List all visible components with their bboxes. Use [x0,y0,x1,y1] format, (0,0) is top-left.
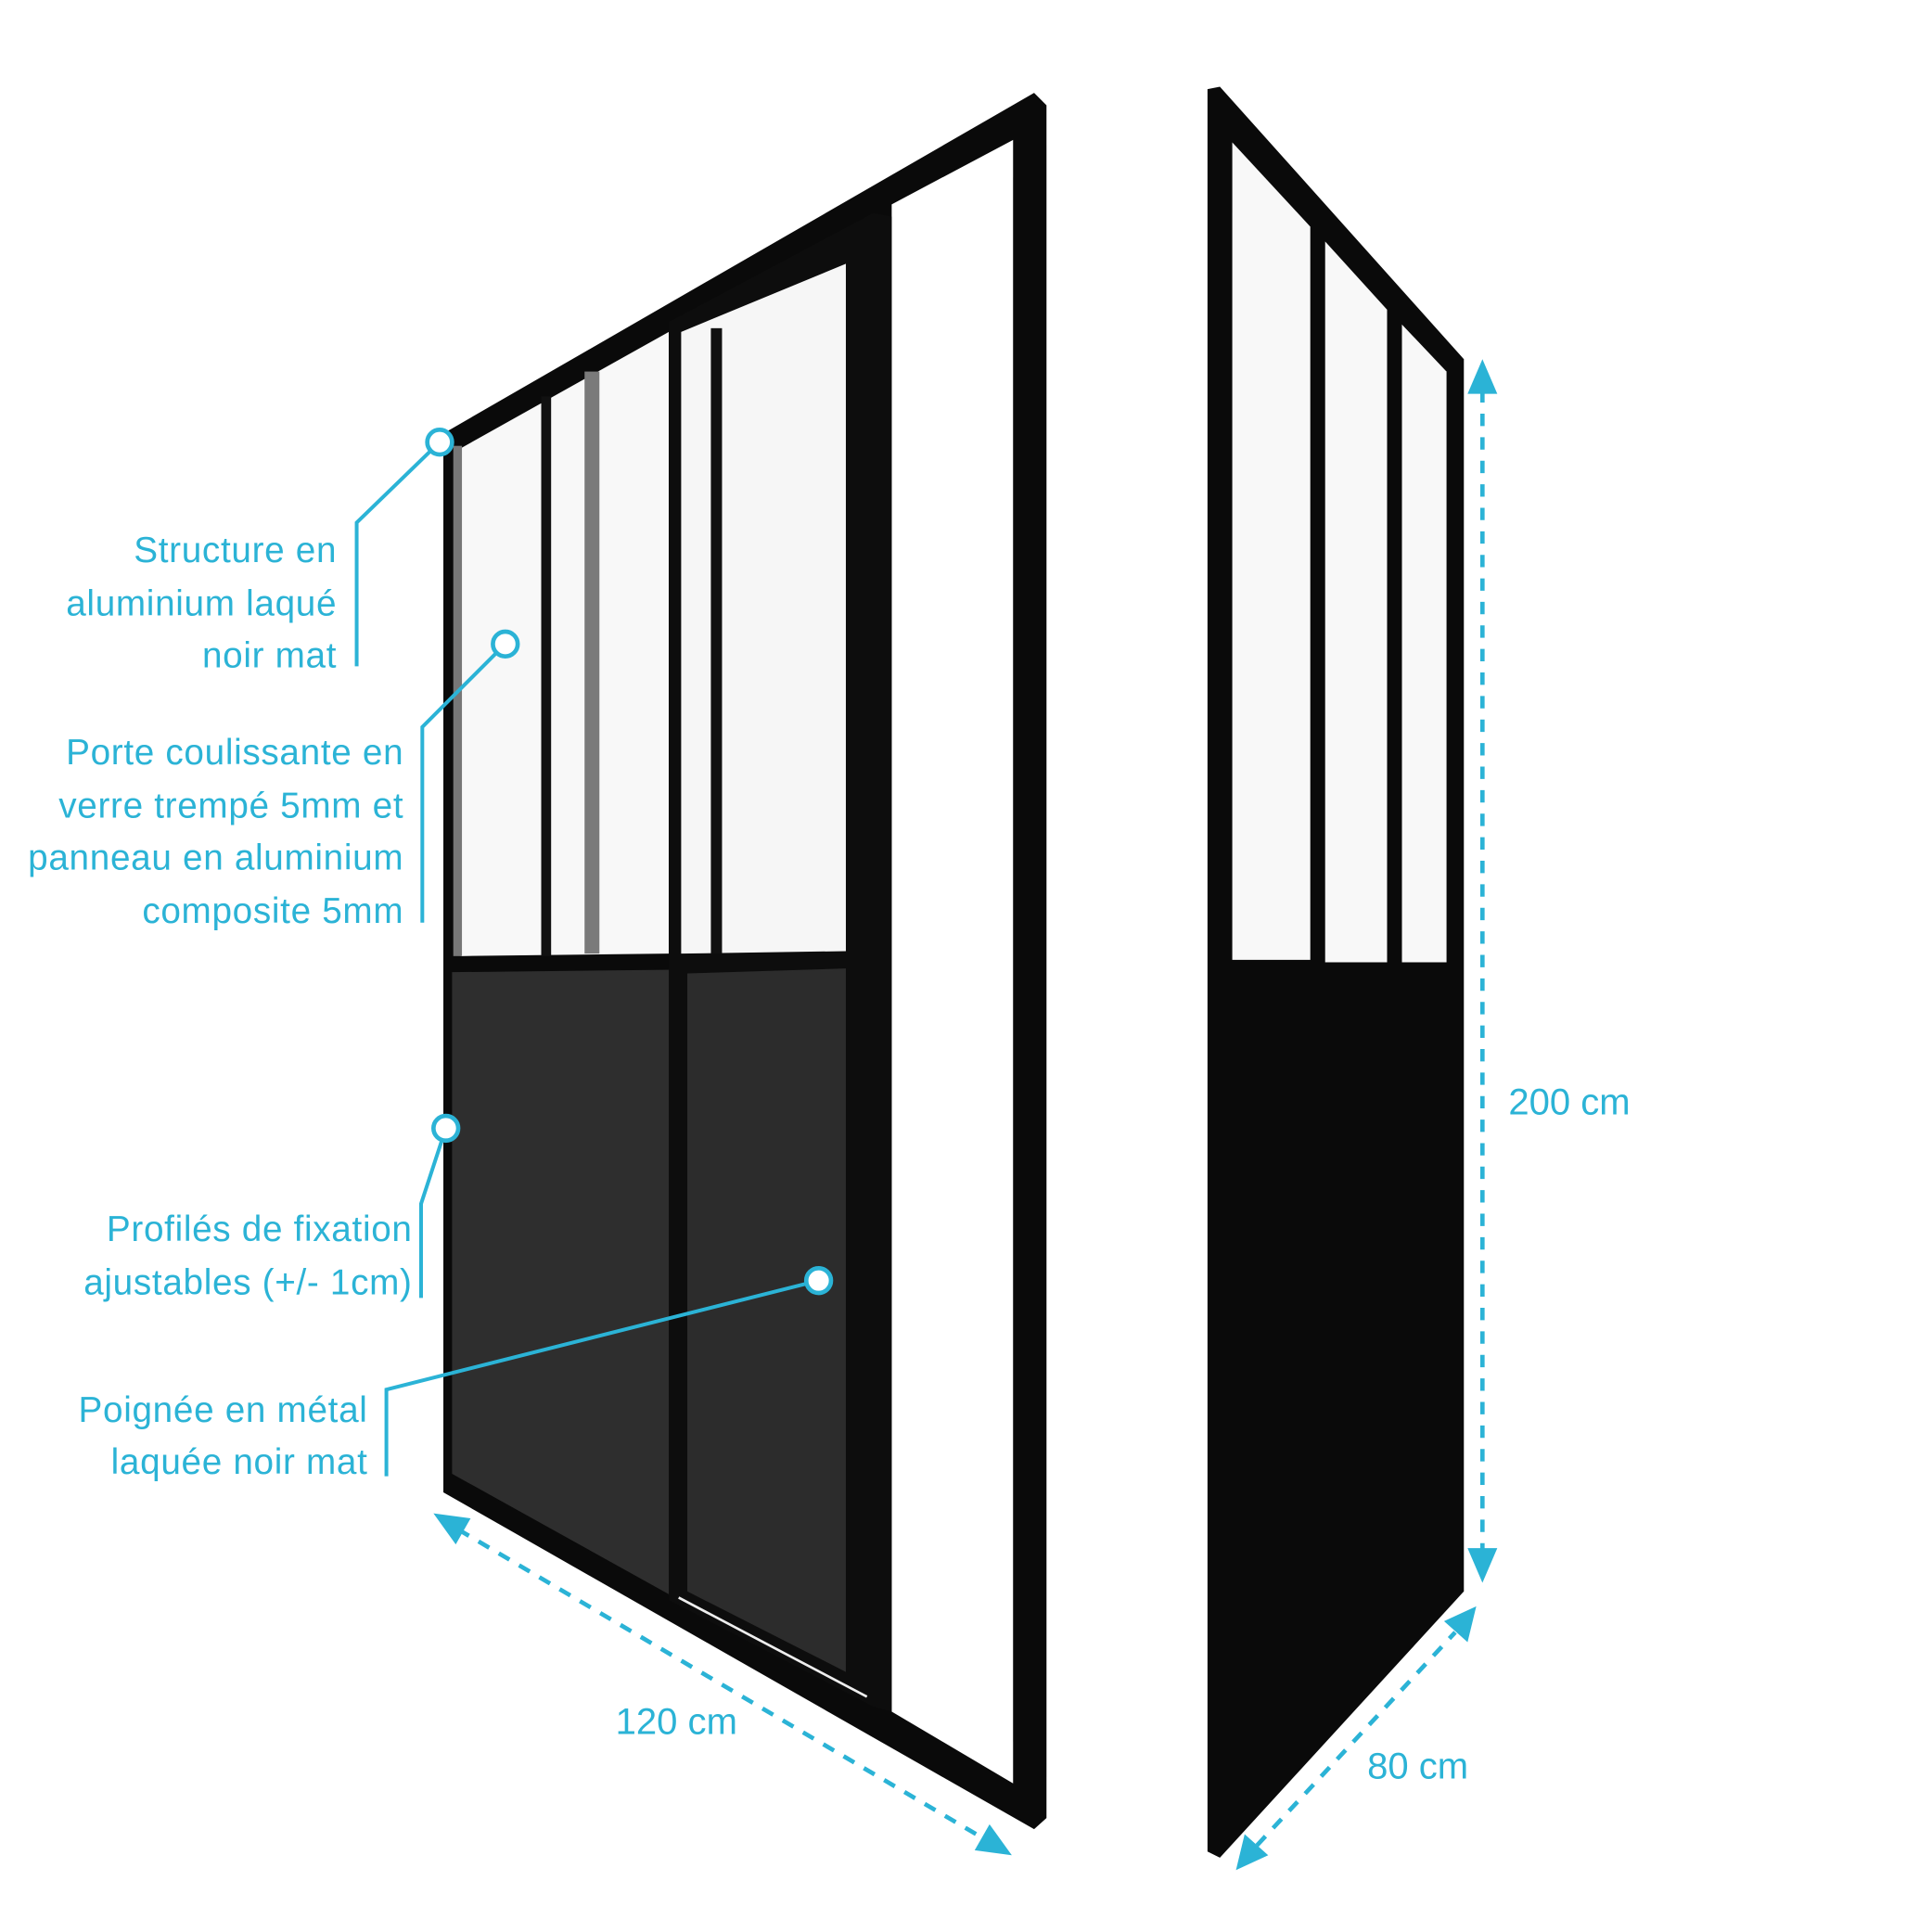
front-panel [443,93,1047,1830]
fixed-glass-left [460,331,670,956]
callout-sliding-door: Porte coulissante en verre trempé 5mm et… [28,629,520,931]
callout-marker [491,629,520,659]
height-dimension: 200 cm [1467,359,1631,1583]
callout-text: laquée noir mat [111,1442,368,1482]
fixed-lower-panel [452,969,675,1598]
callout-structure: Structure en aluminium laqué noir mat [66,427,454,676]
sliding-lower-panel [687,968,846,1672]
height-label: 200 cm [1508,1082,1630,1123]
side-panel [1207,86,1465,1858]
fixed-glass-right [891,139,1014,1784]
callout-text: composite 5mm [142,891,403,931]
callout-text: panneau en aluminium [28,838,403,877]
sliding-door-glass [681,263,846,954]
depth-dimension: 80 cm [1235,1606,1477,1871]
callout-marker [425,427,454,457]
callout-marker [803,1265,834,1296]
side-glass [1232,142,1311,960]
callout-profiles: Profilés de fixation ajustables (+/- 1cm… [83,1113,461,1302]
width-label: 120 cm [616,1701,737,1742]
callout-text: Porte coulissante en [66,733,403,773]
callout-text: ajustables (+/- 1cm) [83,1262,412,1302]
callout-text: verre trempé 5mm et [58,786,403,825]
callout-text: Poignée en métal [79,1390,368,1430]
callout-marker [431,1113,461,1144]
callout-text: aluminium laqué [66,584,337,624]
depth-label: 80 cm [1367,1746,1468,1786]
callout-handle: Poignée en métal laquée noir mat [79,1265,834,1482]
width-dimension: 120 cm [433,1513,1012,1856]
callout-text: noir mat [202,636,337,676]
callout-text: Structure en [134,531,337,570]
callout-text: Profilés de fixation [107,1209,413,1249]
